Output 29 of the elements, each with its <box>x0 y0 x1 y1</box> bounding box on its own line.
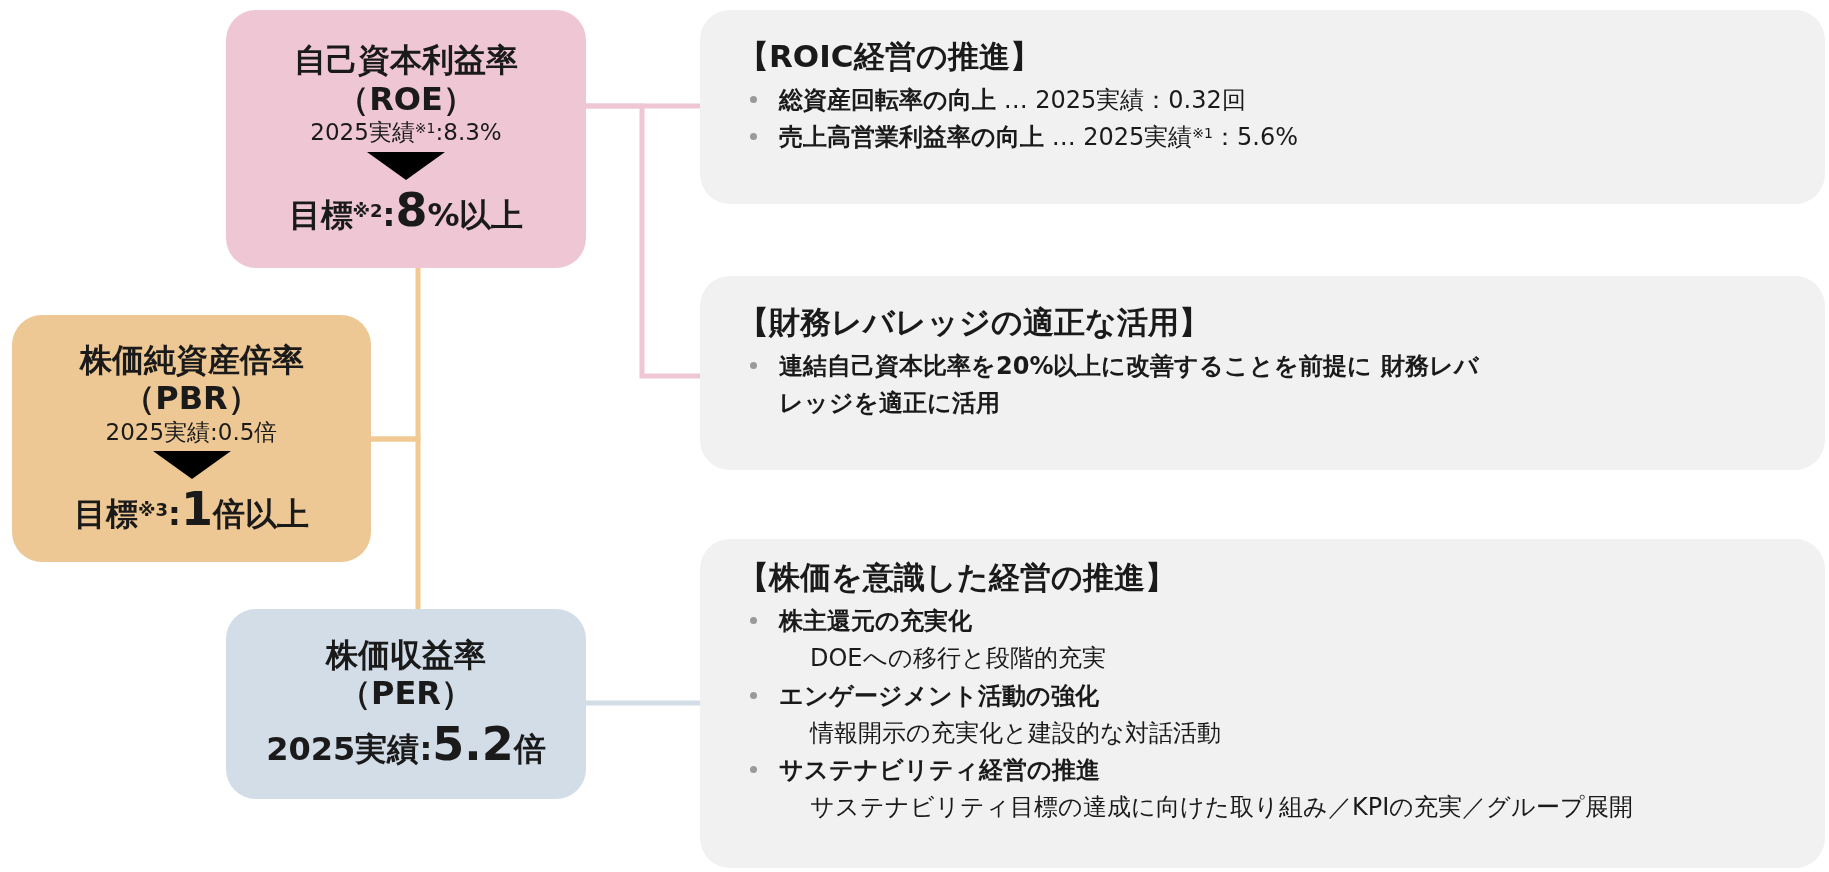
result-value: 2025実績$^{※1}$:8.3% <box>310 118 502 147</box>
metric-box <box>226 609 586 799</box>
metric-box <box>12 315 371 562</box>
result-value: 2025実績:5.2倍 <box>266 716 546 772</box>
metric-box <box>226 10 586 268</box>
panel-heading: 【財務レバレッジの適正な活用】 <box>738 303 1211 342</box>
bullet-text: エンゲージメント活動の強化 <box>779 680 1099 712</box>
bullet-text: 株主還元の充実化 <box>779 606 972 638</box>
item-detail: サステナビリティ目標の達成に向けた取り組み／KPIの充実／グループ展開 <box>809 792 1635 824</box>
metric-title: 株価純資産倍率（PBR） <box>78 340 305 418</box>
metric-title: 株価収益率（PER） <box>324 636 487 713</box>
info-panel <box>700 276 1825 470</box>
panel-heading: 【株価を意識した経営の推進】 <box>738 558 1177 597</box>
info-panel <box>700 10 1825 204</box>
bullet-text: 連結自己資本比率を20%以上に改善することを前提に 財務レバレッジを適正に活用 <box>779 351 1479 420</box>
target-value: 目標$^{※2}$:8%以上 <box>288 183 524 237</box>
result-value: 2025実績:0.5倍 <box>105 417 278 447</box>
connector-line <box>371 436 421 609</box>
info-panel <box>700 539 1825 868</box>
bullet-text: 総資産回転率の向上 … 2025実績：0.32回 <box>779 85 1246 117</box>
bullet-text: 売上高営業利益率の向上 … 2025実績$^{※1}$：5.6% <box>779 122 1298 154</box>
target-value: 目標$^{※3}$:1倍以上 <box>74 483 309 537</box>
metric-title: 自己資本利益率（ROE） <box>293 41 519 118</box>
connector-line <box>586 103 700 379</box>
item-detail: DOEへの移行と段階的充実 <box>809 643 1107 675</box>
connector-line <box>586 700 700 706</box>
panel-heading: 【ROIC経営の推進】 <box>738 37 1042 76</box>
bullet-text: サステナビリティ経営の推進 <box>779 755 1100 787</box>
item-detail: 情報開示の充実化と建設的な対話活動 <box>808 717 1222 749</box>
